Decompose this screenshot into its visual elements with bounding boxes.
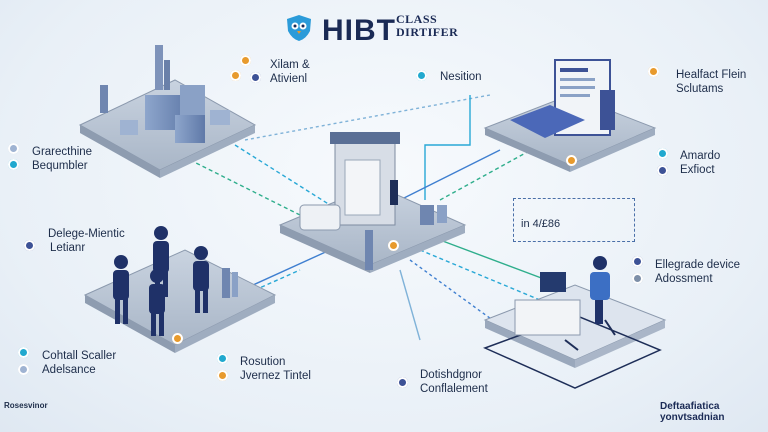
teal-dot-cohtall [18, 347, 29, 358]
label-cohtall-line2: Adelsance [42, 364, 96, 376]
server-platform [278, 132, 467, 273]
label-delege-line2: Letianr [50, 242, 86, 254]
orange-dot-healfact [648, 66, 659, 77]
teal-dot-nesition [416, 70, 427, 81]
label-xilam: Xilam & Ativienl [270, 58, 310, 86]
footer-left-mark: Rosesvinor [4, 401, 48, 410]
diagram-title: HIBT [322, 14, 396, 47]
label-rosution-line2: Jvernez Tintel [240, 370, 311, 382]
code-label: in 4/£86 [521, 218, 561, 230]
orange-dot-people [172, 333, 183, 344]
orange-dot-xlam-2 [230, 70, 241, 81]
label-xilam-line1: Xilam & [270, 59, 310, 71]
city-platform [78, 45, 257, 178]
orange-dot-server [388, 240, 399, 251]
navy-dot-ellegrade [632, 256, 643, 267]
label-grarechine: Grarecthine Bequmbler [32, 145, 92, 173]
diagram-subtitle: CLASS DIRTIFER [396, 13, 458, 39]
footer-right-line2: yonvtsadnian [660, 412, 725, 423]
workstation-platform [483, 256, 667, 389]
label-rosution-line1: Rosution [240, 356, 286, 368]
navy-dot-delege [24, 240, 35, 251]
subtitle-line-2: DIRTIFER [396, 25, 459, 39]
label-delege-line1: Delege-Mientic [48, 228, 125, 240]
footer-right-line1: Deftaafiatica [660, 401, 720, 412]
owl-shield-icon [287, 15, 311, 41]
label-ellegrade-line1: Ellegrade device [655, 259, 741, 271]
label-ellegrade-line2: Adossment [655, 273, 713, 285]
slate-dot-ellegrade [632, 273, 643, 284]
label-healfact: Healfact Flein Sclutams [676, 68, 746, 96]
label-dotishdgnor-line1: Dotishdgnor [420, 369, 483, 381]
orange-dot-console [566, 155, 577, 166]
label-grarechine-line1: Grarecthine [32, 146, 93, 158]
slate-dot-grarechine [8, 143, 19, 154]
label-amardo: Amardo Exfioct [680, 149, 720, 177]
label-amardo-line1: Amardo [680, 150, 721, 162]
label-cohtall: Cohtall Scaller Adelsance [42, 349, 116, 377]
subtitle-line-1: CLASS [396, 12, 438, 26]
footer-right-mark: Deftaafiatica yonvtsadnian [660, 401, 724, 423]
navy-dot-xlam [250, 72, 261, 83]
orange-dot-xlam [240, 55, 251, 66]
console-platform [483, 59, 657, 172]
label-amardo-line2: Exfioct [680, 164, 715, 176]
label-dotishdgnor: Dotishdgnor Conflalement [420, 368, 488, 396]
label-ellegrade: Ellegrade device Adossment [655, 258, 740, 286]
code-box [513, 198, 635, 242]
people-platform [83, 226, 277, 353]
label-xilam-line2: Ativienl [270, 73, 308, 85]
navy-dot-amardo [657, 165, 668, 176]
label-healfact-line1: Healfact Flein [676, 69, 747, 81]
label-cohtall-line1: Cohtall Scaller [42, 350, 117, 362]
orange-dot-rosution [217, 370, 228, 381]
teal-dot-grarechine [8, 159, 19, 170]
label-rosution: Rosution Jvernez Tintel [240, 355, 311, 383]
label-grarechine-line2: Bequmbler [32, 160, 88, 172]
label-dotishdgnor-line2: Conflalement [420, 383, 488, 395]
teal-dot-amardo [657, 148, 668, 159]
label-healfact-line2: Sclutams [676, 83, 724, 95]
teal-dot-rosution [217, 353, 228, 364]
navy-dot-dotishdgnor [397, 377, 408, 388]
label-nesition: Nesition [440, 70, 482, 84]
label-nesition-line1: Nesition [440, 71, 482, 83]
label-delege: Delege-Mientic Letianr [48, 227, 125, 255]
slate-dot-cohtall [18, 364, 29, 375]
